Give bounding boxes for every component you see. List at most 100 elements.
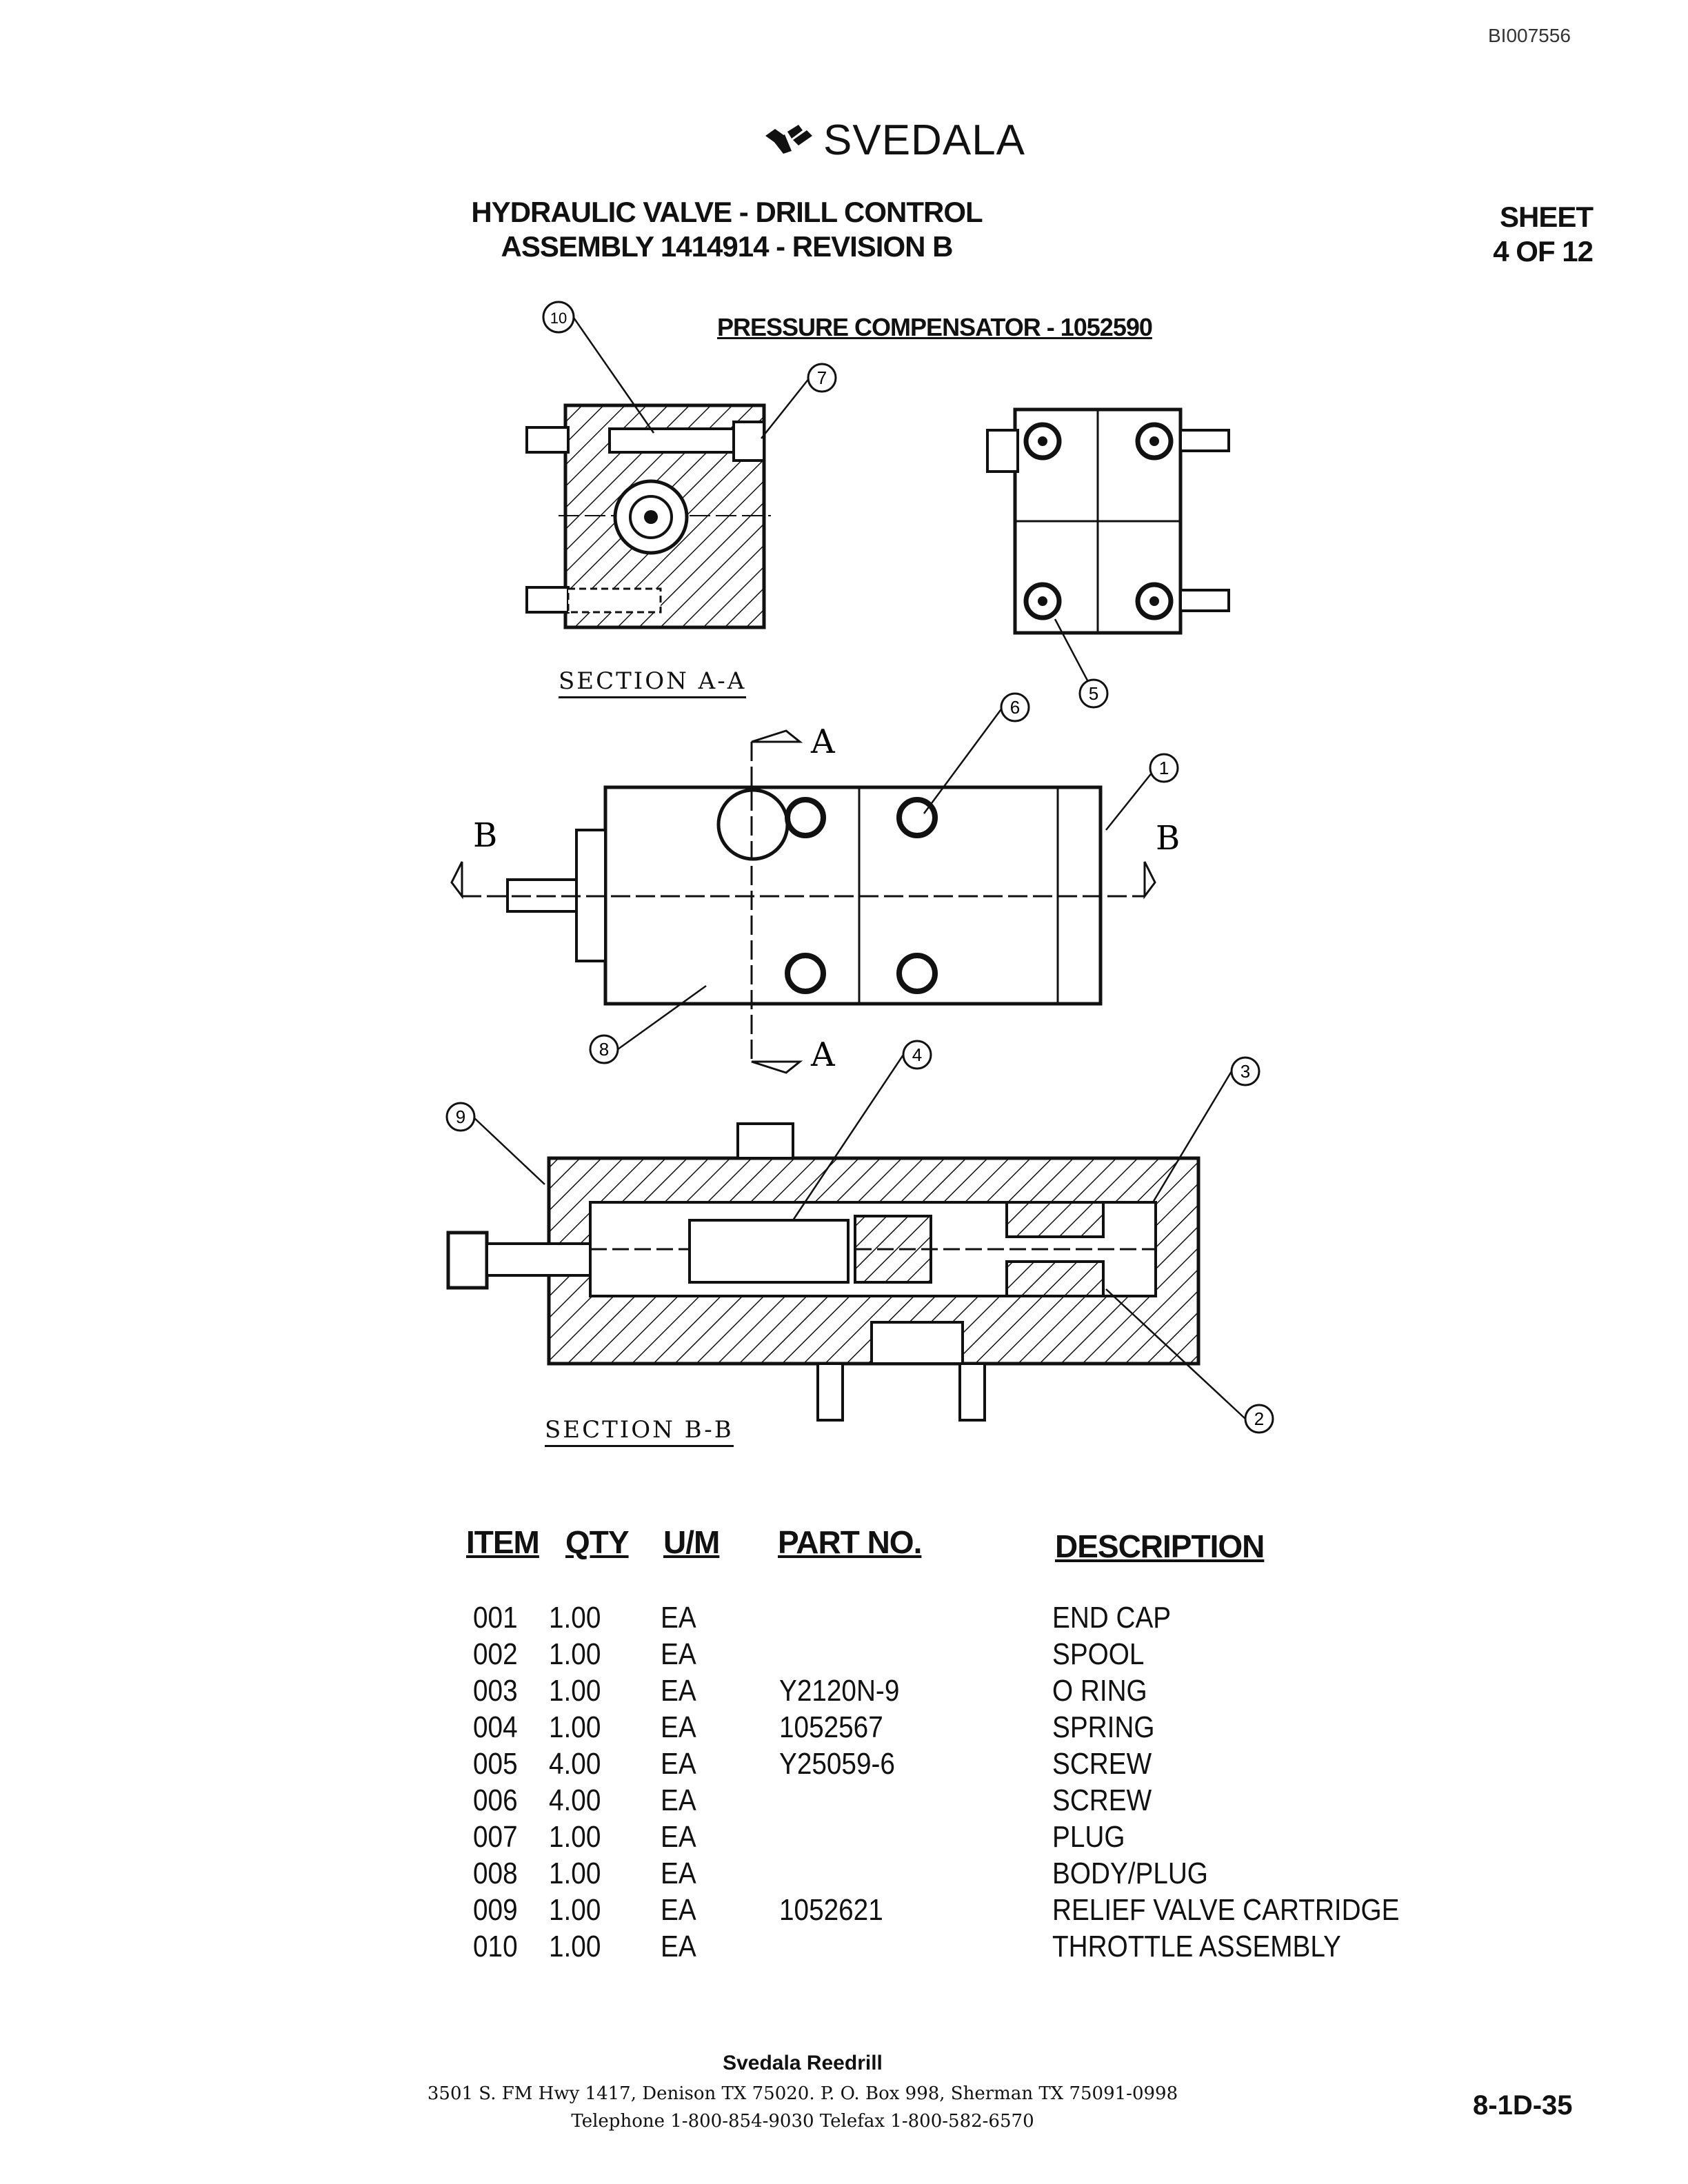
cell-qty: 1.00 xyxy=(549,1637,601,1671)
table-row: 004 1.00 EA 1052567 SPRING xyxy=(0,1710,1688,1747)
cell-item: 001 xyxy=(473,1601,518,1635)
cell-qty: 4.00 xyxy=(549,1747,601,1781)
cut-b-left: B xyxy=(473,816,497,855)
cell-item: 005 xyxy=(473,1747,518,1781)
drawing-subtitle: PRESSURE COMPENSATOR - 1052590 xyxy=(717,313,1153,341)
balloon-3-label: 3 xyxy=(1240,1061,1250,1082)
cell-desc: THROTTLE ASSEMBLY xyxy=(1052,1930,1341,1963)
cell-desc: SCREW xyxy=(1052,1747,1152,1781)
cell-qty: 1.00 xyxy=(549,1601,601,1635)
cell-qty: 4.00 xyxy=(549,1783,601,1817)
cell-qty: 1.00 xyxy=(549,1857,601,1890)
table-row: 006 4.00 EA SCREW xyxy=(0,1783,1688,1820)
table-row: 010 1.00 EA THROTTLE ASSEMBLY xyxy=(0,1930,1688,1966)
header-item: ITEM xyxy=(466,1524,540,1560)
doc-title-line2: ASSEMBLY 1414914 - REVISION B xyxy=(501,230,954,263)
cell-part: Y25059-6 xyxy=(779,1747,895,1781)
cell-desc: SPRING xyxy=(1052,1710,1155,1744)
cell-part: Y2120N-9 xyxy=(779,1674,900,1708)
company-name: Svedala Reedrill xyxy=(723,2052,883,2074)
balloon-5: 5 xyxy=(1078,678,1109,709)
cell-desc: BODY/PLUG xyxy=(1052,1857,1208,1890)
cell-um: EA xyxy=(661,1893,696,1927)
balloon-7-label: 7 xyxy=(817,367,827,388)
section-a-label: SECTION A-A xyxy=(559,667,747,698)
balloon-10: 10 xyxy=(542,301,575,334)
cell-qty: 1.00 xyxy=(549,1674,601,1708)
cell-desc: SCREW xyxy=(1052,1783,1152,1817)
balloon-6-label: 6 xyxy=(1010,697,1020,718)
section-a-a-view xyxy=(525,403,771,629)
balloon-6: 6 xyxy=(1000,692,1030,722)
header-description: DESCRIPTION xyxy=(1055,1528,1265,1564)
balloon-4-label: 4 xyxy=(912,1044,922,1065)
balloon-5-label: 5 xyxy=(1089,683,1098,704)
cell-um: EA xyxy=(661,1930,696,1963)
cell-qty: 1.00 xyxy=(549,1710,601,1744)
cell-um: EA xyxy=(661,1820,696,1854)
cell-qty: 1.00 xyxy=(549,1930,601,1963)
cut-a-top: A xyxy=(810,722,836,761)
balloon-leaders xyxy=(472,315,1246,1419)
cell-desc: END CAP xyxy=(1052,1601,1172,1635)
svedala-logo: SVEDALA xyxy=(764,116,1025,165)
cell-item: 009 xyxy=(473,1893,518,1927)
sheet-count: 4 OF 12 xyxy=(1493,235,1594,267)
balloon-8-label: 8 xyxy=(599,1039,609,1060)
balloon-3: 3 xyxy=(1230,1056,1260,1086)
balloon-4: 4 xyxy=(902,1040,932,1070)
page-number: 8-1D-35 xyxy=(1473,2090,1573,2121)
balloon-7: 7 xyxy=(807,363,837,393)
cell-qty: 1.00 xyxy=(549,1893,601,1927)
section-b-b-view xyxy=(446,1122,1200,1422)
table-row: 008 1.00 EA BODY/PLUG xyxy=(0,1857,1688,1893)
cell-um: EA xyxy=(661,1857,696,1890)
cell-um: EA xyxy=(661,1783,696,1817)
balloon-1: 1 xyxy=(1149,753,1179,783)
doc-title-line1: HYDRAULIC VALVE - DRILL CONTROL xyxy=(471,196,983,228)
sheet-number: SHEET 4 OF 12 xyxy=(1469,200,1594,269)
cell-part: 1052567 xyxy=(779,1710,883,1744)
balloon-1-label: 1 xyxy=(1159,758,1169,778)
cell-item: 004 xyxy=(473,1710,518,1744)
table-row: 002 1.00 EA SPOOL xyxy=(0,1637,1688,1674)
balloon-8: 8 xyxy=(589,1034,619,1064)
company-phone: Telephone 1-800-854-9030 Telefax 1-800-5… xyxy=(571,2111,1034,2132)
technical-drawing: 1 2 3 4 5 6 7 8 9 10 A A B B xyxy=(445,301,1274,1434)
document-id: BI007556 xyxy=(1488,25,1571,46)
cut-a-bottom: A xyxy=(810,1035,836,1074)
company-address: 3501 S. FM Hwy 1417, Denison TX 75020. P… xyxy=(427,2083,1178,2104)
cell-item: 006 xyxy=(473,1783,518,1817)
cell-desc: PLUG xyxy=(1052,1820,1125,1854)
plan-view xyxy=(450,729,1156,1074)
cell-item: 002 xyxy=(473,1637,518,1671)
cell-desc: SPOOL xyxy=(1052,1637,1145,1671)
balloon-2-label: 2 xyxy=(1254,1408,1264,1429)
cell-um: EA xyxy=(661,1710,696,1744)
cell-item: 010 xyxy=(473,1930,518,1963)
balloon-9-label: 9 xyxy=(456,1106,465,1127)
cell-um: EA xyxy=(661,1674,696,1708)
cell-um: EA xyxy=(661,1747,696,1781)
cell-um: EA xyxy=(661,1601,696,1635)
table-row: 001 1.00 EA END CAP xyxy=(0,1601,1688,1637)
cut-plane-letters: A A B B xyxy=(473,722,1180,1074)
header-part-no: PART NO. xyxy=(778,1524,922,1560)
balloon-10-label: 10 xyxy=(550,310,567,327)
logo-text: SVEDALA xyxy=(823,117,1026,164)
cell-part: 1052621 xyxy=(779,1893,883,1927)
header-qty: QTY xyxy=(565,1524,630,1560)
cell-item: 008 xyxy=(473,1857,518,1890)
section-b-label: SECTION B-B xyxy=(545,1416,734,1447)
end-view xyxy=(986,407,1230,635)
balloons: 1 2 3 4 5 6 7 8 9 10 xyxy=(445,301,1274,1434)
svedala-logo-icon xyxy=(765,124,812,154)
cell-um: EA xyxy=(661,1637,696,1671)
table-row: 005 4.00 EA Y25059-6 SCREW xyxy=(0,1747,1688,1783)
balloon-2: 2 xyxy=(1244,1404,1274,1434)
sheet-label: SHEET xyxy=(1499,201,1594,233)
